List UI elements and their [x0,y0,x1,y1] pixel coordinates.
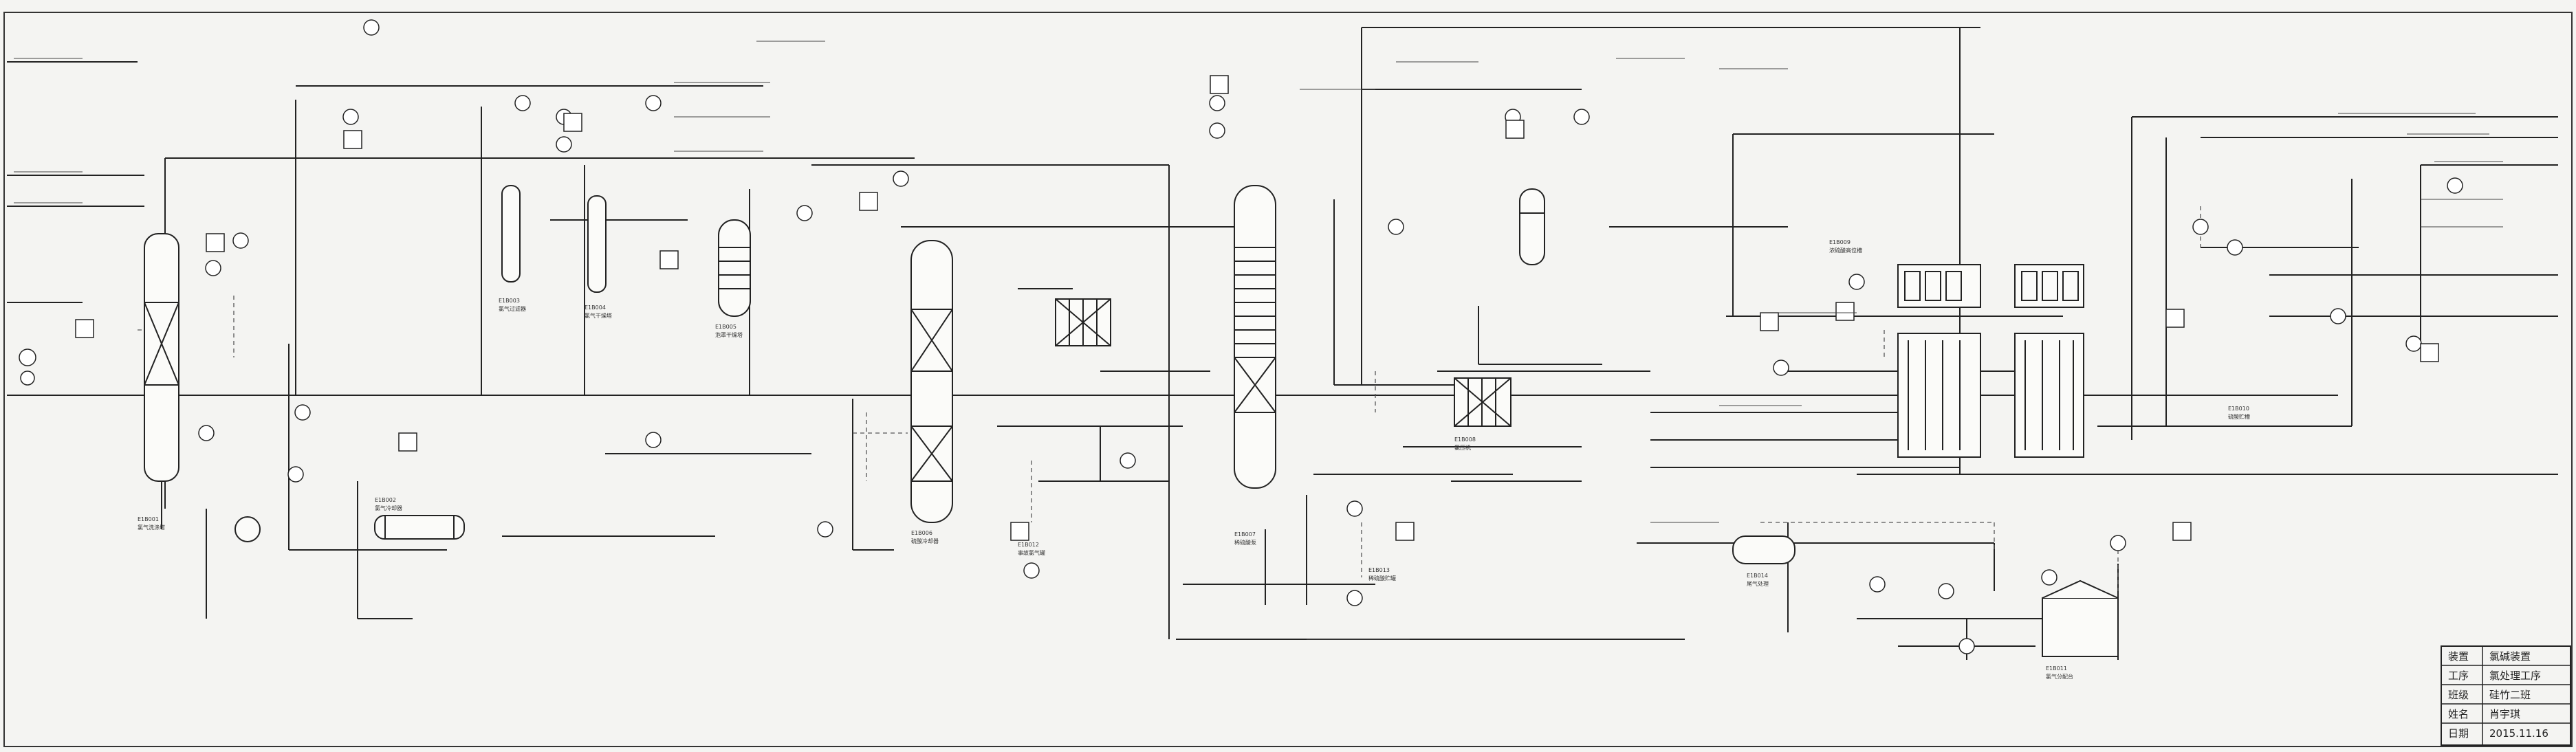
plate-exchanger-icon [1454,377,1511,427]
title-block-frame [2441,645,2571,746]
equipment-tag: E1B012 [1018,542,1039,548]
title-block-value: 氯碱装置 [2489,650,2531,663]
equipment-name: 事故氯气罐 [1018,549,1045,556]
line-number-marks [14,41,2503,640]
equipment-tag: E1B005 [715,324,736,330]
distribution-unit-icon [2014,264,2084,308]
equipment-name: 氯气干燥塔 [585,312,612,319]
title-block-value: 肖宇琪 [2489,708,2520,720]
title-block-value: 氯处理工序 [2489,670,2541,682]
equipment-tag: E1B001 [138,516,159,522]
title-block-key: 姓名 [2448,708,2469,720]
equipment-tag: E1B011 [2046,665,2067,672]
instrument-bubbles [19,19,2463,654]
equipment-labels: E1B001 氯气洗涤塔 E1B002 氯气冷却器 E1B003 氯气过滤器 E… [138,239,2250,680]
vessel-icon [1732,535,1795,564]
equipment-name: 尾气处理 [1747,580,1769,587]
tower-icon [144,233,179,529]
equipment-tag: E1B008 [1454,436,1476,443]
distribution-unit-icon [1897,264,1981,308]
title-block-value: 2015.11.16 [2489,727,2548,740]
vessel-icon [718,219,751,317]
cabinet-icon [2014,333,2084,458]
drawing-border [3,12,2573,747]
equipment-name: 硫酸冷却器 [911,538,939,544]
storage-tank-icon [2042,579,2119,657]
equipment-name: 氯气冷却器 [375,505,402,511]
title-block-key: 日期 [2448,727,2469,740]
equipment-name: 氯气分配台 [2046,673,2073,680]
equipment-tag: E1B010 [2228,406,2249,412]
equipment-name: 浓硫酸高位槽 [1829,247,1862,254]
equipment-name: 泡罩干燥塔 [715,331,743,338]
vertical-cooler-icon [587,195,607,293]
title-block-key: 工序 [2448,670,2469,682]
equipment-tag: E1B006 [911,530,932,536]
title-block: 装置 氯碱装置 工序 氯处理工序 班级 硅竹二班 姓名 肖宇琪 日期 2015.… [2441,645,2571,746]
equipment-tag: E1B009 [1829,239,1851,245]
equipment [144,185,2119,657]
equipment-tag: E1B007 [1234,531,1256,538]
tower-icon [910,240,953,523]
title-block-key: 班级 [2448,689,2469,701]
tower-icon [1234,185,1276,489]
vessel-icon [1519,188,1545,265]
equipment-name: 氯气过滤器 [499,305,526,312]
pump-icon [234,516,261,542]
process-lines [7,27,2558,660]
heat-exchanger-icon [374,515,465,540]
equipment-tag: E1B003 [499,298,520,304]
equipment-name: 氯气洗涤塔 [138,524,165,531]
title-block-key: 装置 [2448,650,2469,663]
equipment-tag: E1B013 [1368,567,1390,573]
equipment-name: 稀硫酸贮罐 [1368,575,1396,582]
equipment-tag: E1B004 [585,305,606,311]
equipment-name: 氯压机 [1454,444,1471,451]
title-block-value: 硅竹二班 [2489,689,2531,701]
equipment-tag: E1B014 [1747,573,1768,579]
plate-exchanger-icon [1055,298,1111,346]
cabinet-icon [1897,333,1981,458]
instrument-panels [75,75,2439,541]
equipment-name: 硫酸贮槽 [2228,413,2250,420]
equipment-tag: E1B002 [375,497,396,503]
vertical-cooler-icon [501,185,521,283]
equipment-name: 稀硫酸泵 [1234,539,1256,546]
